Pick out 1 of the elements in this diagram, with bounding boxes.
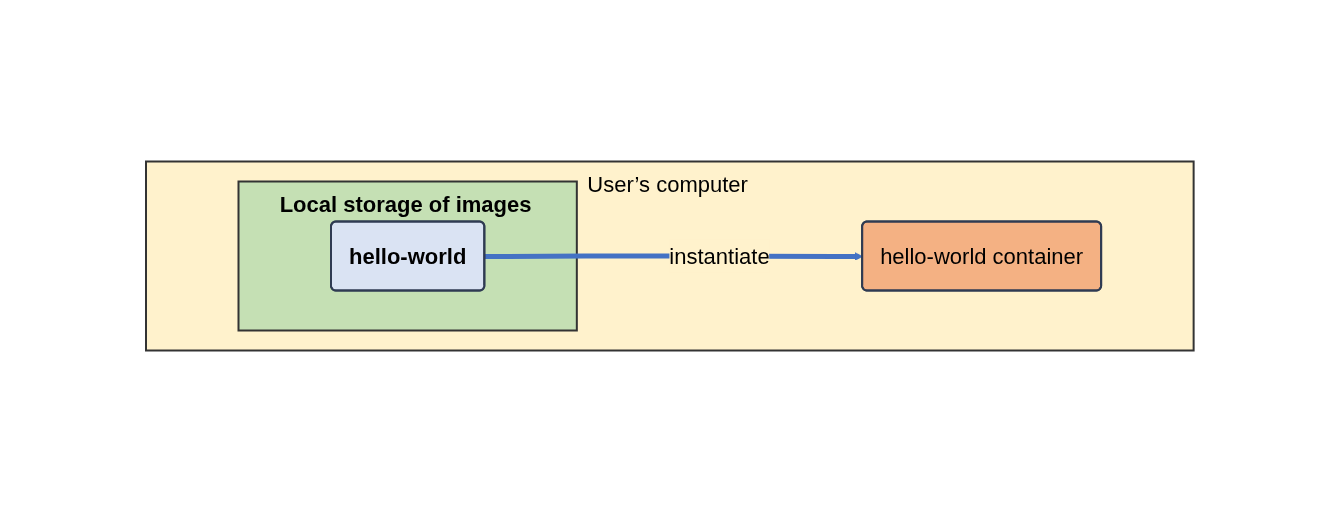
edge-label: instantiate <box>669 243 770 268</box>
